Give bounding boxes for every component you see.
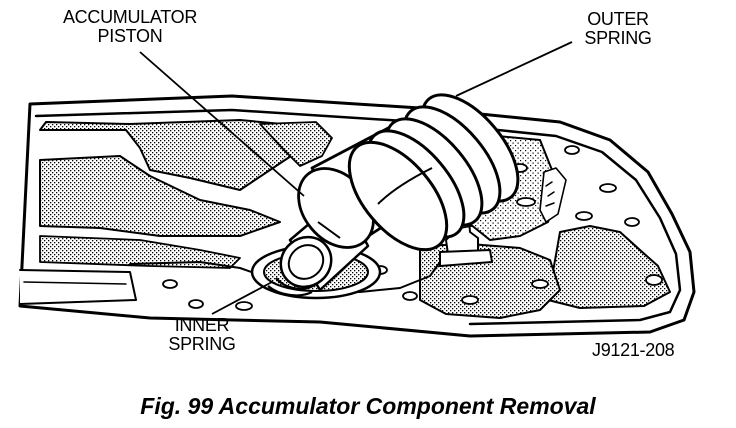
accumulator-piston-label: ACCUMULATOR PISTON [30, 8, 230, 46]
outer-spring-label-line1: OUTER [587, 9, 649, 29]
outer-spring-label: OUTER SPRING [568, 10, 668, 48]
leader-accumulator-piston [139, 51, 305, 197]
inner-spring-label-line1: INNER [174, 315, 230, 335]
inner-spring-label: INNER SPRING [152, 316, 252, 354]
accumulator-piston-label-line2: PISTON [97, 26, 163, 46]
accumulator-piston-label-line1: ACCUMULATOR [62, 7, 198, 27]
outer-spring [347, 93, 520, 252]
figure-caption: Fig. 99 Accumulator Component Removal [140, 393, 596, 419]
outer-spring-label-line2: SPRING [584, 28, 652, 48]
inner-spring-label-line2: SPRING [168, 334, 236, 354]
leader-outer-spring [455, 41, 573, 97]
leader-lines [139, 41, 573, 315]
leader-inner-spring [211, 281, 273, 315]
figure-code: J9121-208 [592, 340, 675, 360]
